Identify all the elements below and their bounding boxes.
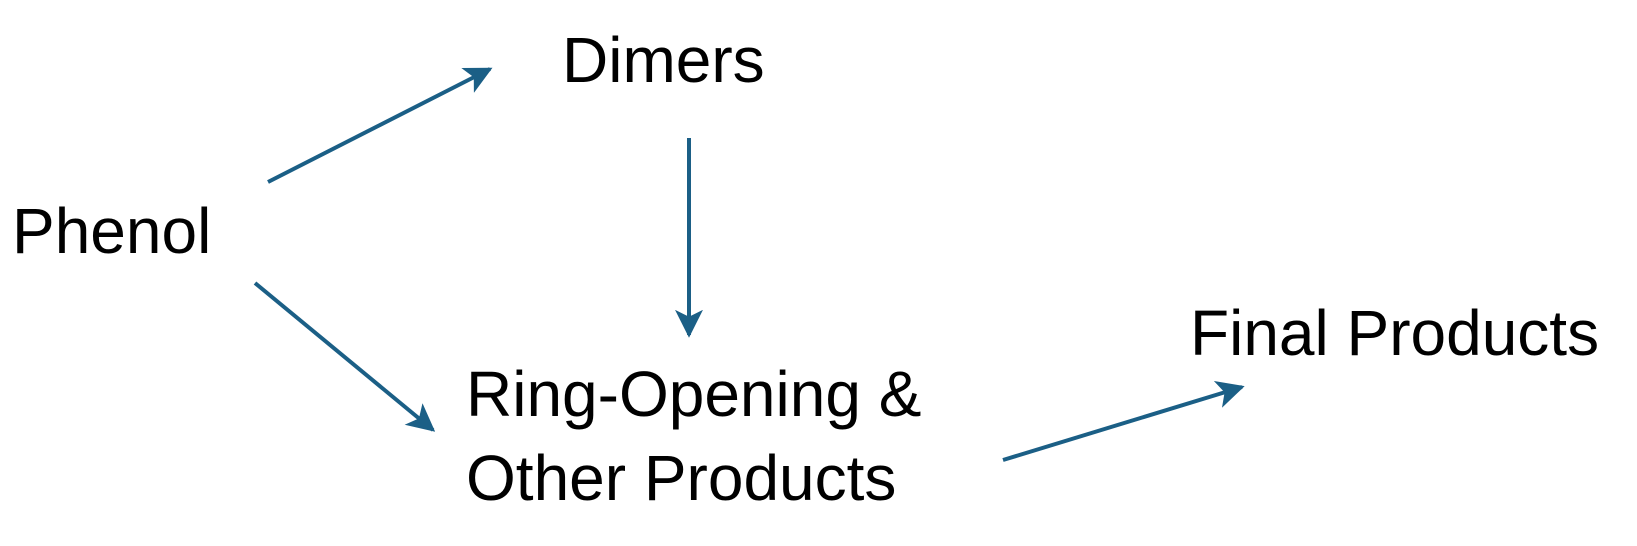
- node-ring-opening-line1: Ring-Opening &: [466, 358, 921, 430]
- node-dimers: Dimers: [562, 24, 765, 96]
- arrow-ring-opening-to-final-products: [1002, 380, 1245, 462]
- arrow-phenol-to-ring-opening: [253, 281, 436, 432]
- arrow-phenol-to-dimers: [267, 67, 493, 184]
- node-ring-opening-line2: Other Products: [466, 442, 896, 514]
- node-final-products: Final Products: [1190, 297, 1599, 369]
- node-phenol: Phenol: [12, 195, 211, 267]
